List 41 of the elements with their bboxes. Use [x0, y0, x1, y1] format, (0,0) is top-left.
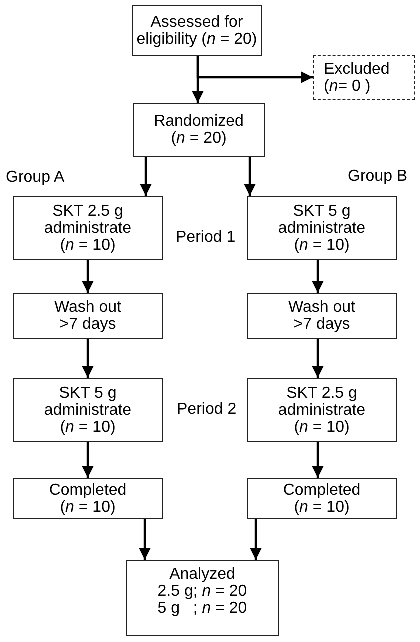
process-box — [132, 5, 262, 56]
process-box — [247, 478, 397, 519]
node-text: Completed (n = 10) — [48, 482, 128, 516]
period-label: Period 1 — [176, 229, 236, 247]
node-text: Completed (n = 10) — [282, 482, 362, 516]
node-text: Wash out >7 days — [288, 299, 356, 333]
period-label: Period 2 — [177, 401, 237, 419]
node-text: Assessed for eligibility (n = 20) — [136, 14, 258, 48]
process-box — [13, 196, 163, 260]
node-text: 5 g ; n = 20 — [158, 600, 248, 617]
group-label: Group B — [348, 168, 408, 186]
process-box — [247, 378, 397, 442]
process-box — [247, 196, 397, 260]
arrow — [312, 339, 324, 378]
arrow — [140, 157, 152, 196]
process-box — [247, 293, 397, 339]
process-box — [13, 378, 163, 442]
process-box — [13, 478, 163, 519]
node-text: Excluded (n= 0 ) — [324, 60, 391, 94]
node-text: Analyzed — [170, 566, 236, 583]
node-text: Randomized (n = 20) — [153, 113, 245, 147]
arrow — [82, 260, 94, 293]
arrow — [139, 519, 151, 560]
arrow — [196, 56, 313, 84]
dashed-box — [313, 55, 415, 100]
node-text: SKT 2.5 g administrate (n = 10) — [277, 384, 367, 436]
process-box — [126, 560, 279, 636]
node-text: SKT 2.5 g administrate (n = 10) — [43, 202, 133, 254]
arrow — [82, 442, 94, 478]
node-text: SKT 5 g administrate (n = 10) — [43, 384, 133, 436]
arrow — [250, 519, 262, 560]
node-text: SKT 5 g administrate (n = 10) — [277, 202, 367, 254]
process-box — [133, 103, 265, 157]
arrow — [312, 442, 324, 478]
process-box — [13, 293, 163, 339]
group-label: Group A — [6, 169, 65, 187]
arrow — [82, 339, 94, 378]
arrow — [312, 260, 324, 293]
node-text: Wash out >7 days — [54, 299, 122, 333]
arrow — [244, 157, 256, 196]
node-text: 2.5 g; n = 20 — [158, 583, 248, 600]
